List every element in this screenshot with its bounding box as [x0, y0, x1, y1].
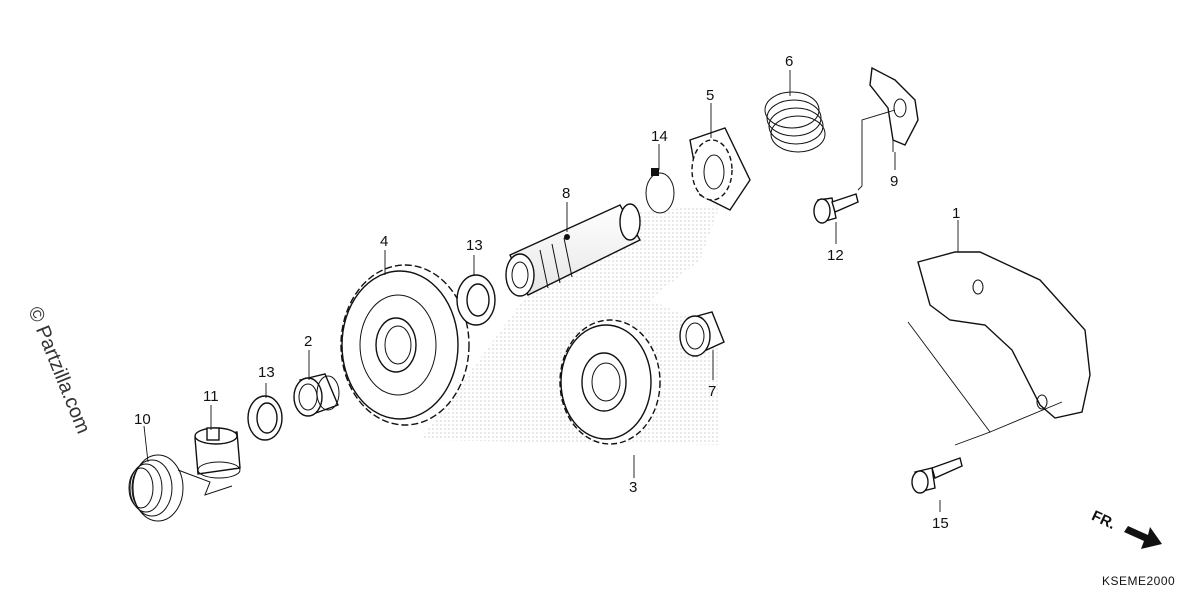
part-9-guide-plate[interactable]: [869, 66, 919, 152]
callout-14: 14: [651, 128, 668, 145]
leader-1-hole: [989, 401, 1063, 433]
direction-arrow-icon: [1124, 526, 1162, 549]
callout-9: 9: [890, 173, 898, 190]
direction-label: FR.: [1089, 507, 1118, 533]
part-2-bushing[interactable]: [293, 373, 340, 417]
callout-12: 12: [827, 247, 844, 264]
callout-6: 6: [785, 53, 793, 70]
diagram-code: KSEME2000: [1102, 574, 1175, 588]
callout-1: 1: [952, 205, 960, 222]
callout-3: 3: [629, 479, 637, 496]
part-6-ratchet-spring[interactable]: [764, 91, 826, 153]
watermark-text: © Partzilla.com: [23, 304, 94, 437]
front-direction-indicator: FR.: [1089, 507, 1162, 549]
callout-5: 5: [706, 87, 714, 104]
part-12-bolt[interactable]: [813, 193, 859, 224]
callout-leaders: [143, 70, 959, 512]
part-3-gear-small[interactable]: [559, 319, 661, 445]
callout-4: 4: [380, 233, 388, 250]
callout-15: 15: [932, 515, 949, 532]
part-1-cover-plate[interactable]: [917, 251, 1091, 419]
part-11-collar[interactable]: [194, 427, 241, 479]
callout-2: 2: [304, 333, 312, 350]
callout-13-left: 13: [258, 364, 275, 381]
part-8-spindle[interactable]: [505, 203, 641, 297]
callout-11: 11: [203, 388, 219, 405]
part-14-circlip[interactable]: [645, 168, 675, 214]
part-4-gear-large[interactable]: [340, 264, 470, 426]
leader-12-to-9: [857, 109, 896, 191]
callout-13-center: 13: [466, 237, 483, 254]
callout-7: 7: [708, 383, 716, 400]
part-13-washer-left[interactable]: [247, 395, 283, 441]
callout-10: 10: [134, 411, 151, 428]
callout-8: 8: [562, 185, 570, 202]
part-10-spring[interactable]: [128, 454, 233, 522]
part-7-collar[interactable]: [679, 311, 725, 357]
part-15-bolt[interactable]: [911, 457, 963, 494]
part-13-washer-center[interactable]: [456, 274, 496, 326]
part-5-ratchet[interactable]: [689, 127, 751, 211]
leader-15-to-1: [907, 321, 991, 446]
callout-labels: 1 2 3 4 5 6 7 8 9 10 11 12 13 13 14 15: [134, 53, 960, 532]
